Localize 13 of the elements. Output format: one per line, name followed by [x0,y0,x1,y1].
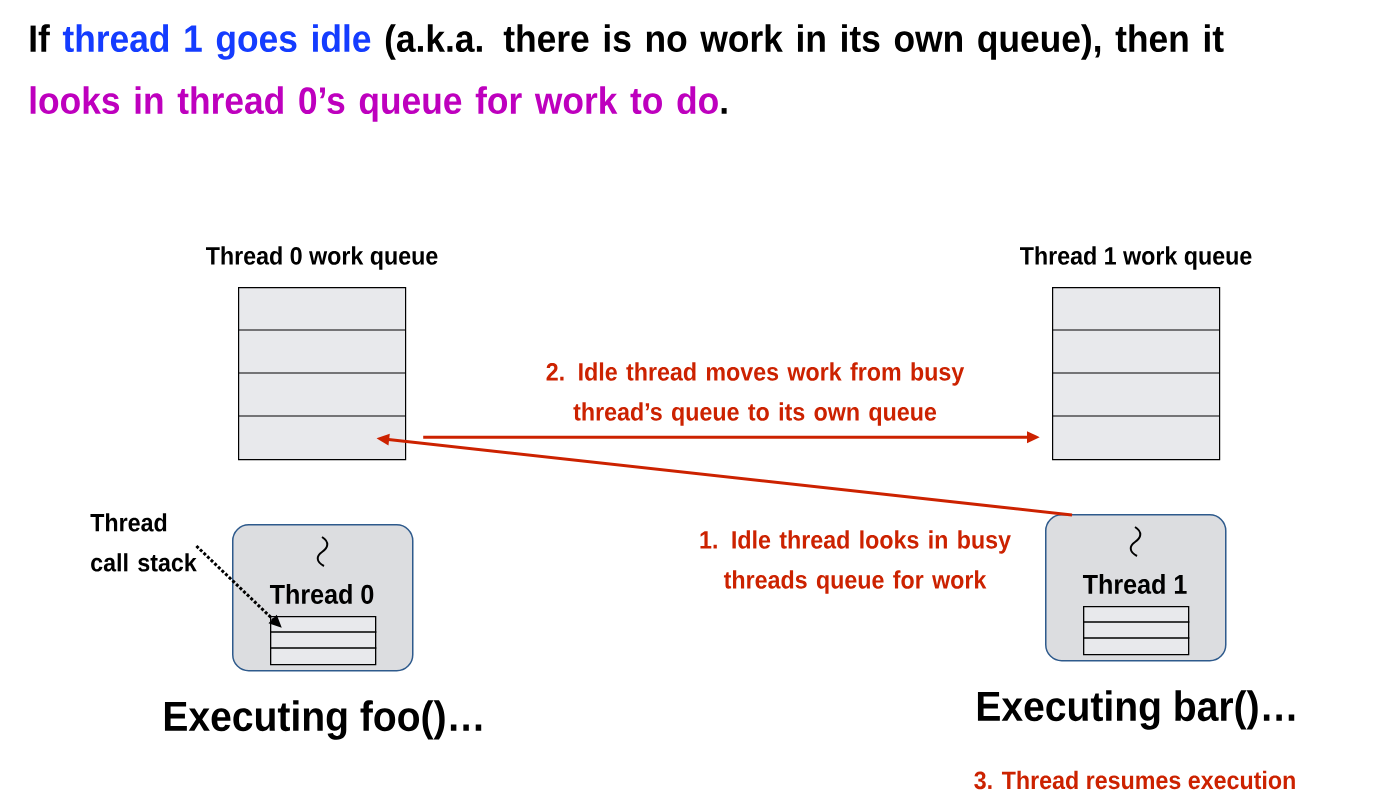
queue-heading: Thread 0 work queue [206,246,438,270]
edge-label: 2. Idle thread moves work from busy thread’s queue to its own queue [533,360,977,428]
edge-label: 1. Idle thread looks in busy threads queue for work [688,528,1022,596]
executing-caption: Executing bar()… [977,690,1295,730]
queue-heading: Thread 1 work queue [1020,246,1252,270]
call-stack [269,616,377,666]
stack-label: Thread call stack [90,513,197,572]
thread-label: Thread 1 [1082,574,1187,594]
thread-label: Thread 0 [269,584,374,604]
call-stack [1082,606,1190,656]
title: If thread 1 goes idle (a.k.a. there is no work in its own queue), then it looks in thread 0’s queue for work to do. [30,24,1224,122]
executing-caption: Executing foo()… [164,700,482,740]
step-note: 3. Thread resumes execution [974,770,1295,790]
